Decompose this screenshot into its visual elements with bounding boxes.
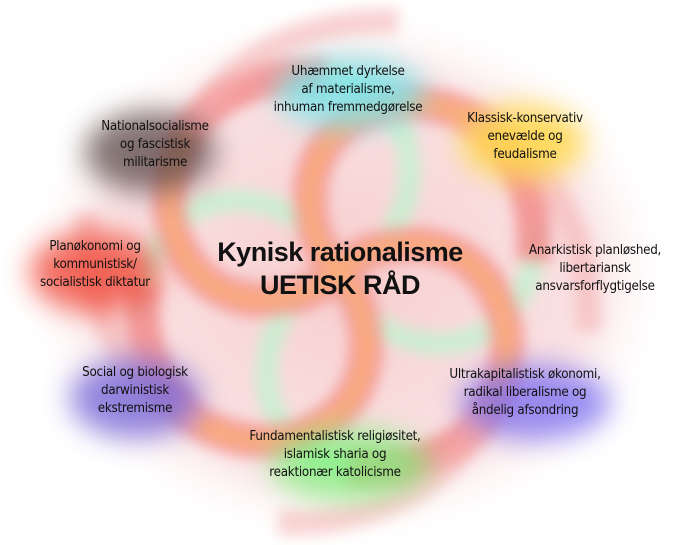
node-darwinism: Social og biologisk darwinistisk ekstrem… [82,365,188,416]
node-ultracapitalism: Ultrakapitalistisk økonomi, radikal libe… [449,367,601,418]
center-title-main: Kynisk rationalisme [217,237,463,267]
node-anarchism: Anarkistisk planløshed, libertariansk an… [528,243,662,294]
node-blob-darwinism [70,358,200,438]
node-blob-communism [30,232,160,312]
node-blob-nationalsocialism [85,112,215,192]
center-title-sub: UETISK RÅD [259,270,421,300]
node-blob-conservatism [460,105,585,180]
node-communism: Planøkonomi og kommunistisk/ socialistis… [40,239,150,290]
node-nationalsocialism: Nationalsocialisme og fascistisk militar… [101,119,209,170]
node-fundamentalism: Fundamentalistisk religiøsitet, islamisk… [249,429,421,480]
center-title: Kynisk rationalisme UETISK RÅD [150,236,530,302]
node-blob-fundamentalism [270,430,430,500]
node-blob-ultracapitalism [460,365,610,440]
node-materialism: Uhæmmet dyrkelse af materialisme, inhuma… [273,64,423,115]
node-conservatism: Klassisk-konservativ enevælde og feudali… [467,111,583,162]
node-blob-materialism [275,58,425,128]
